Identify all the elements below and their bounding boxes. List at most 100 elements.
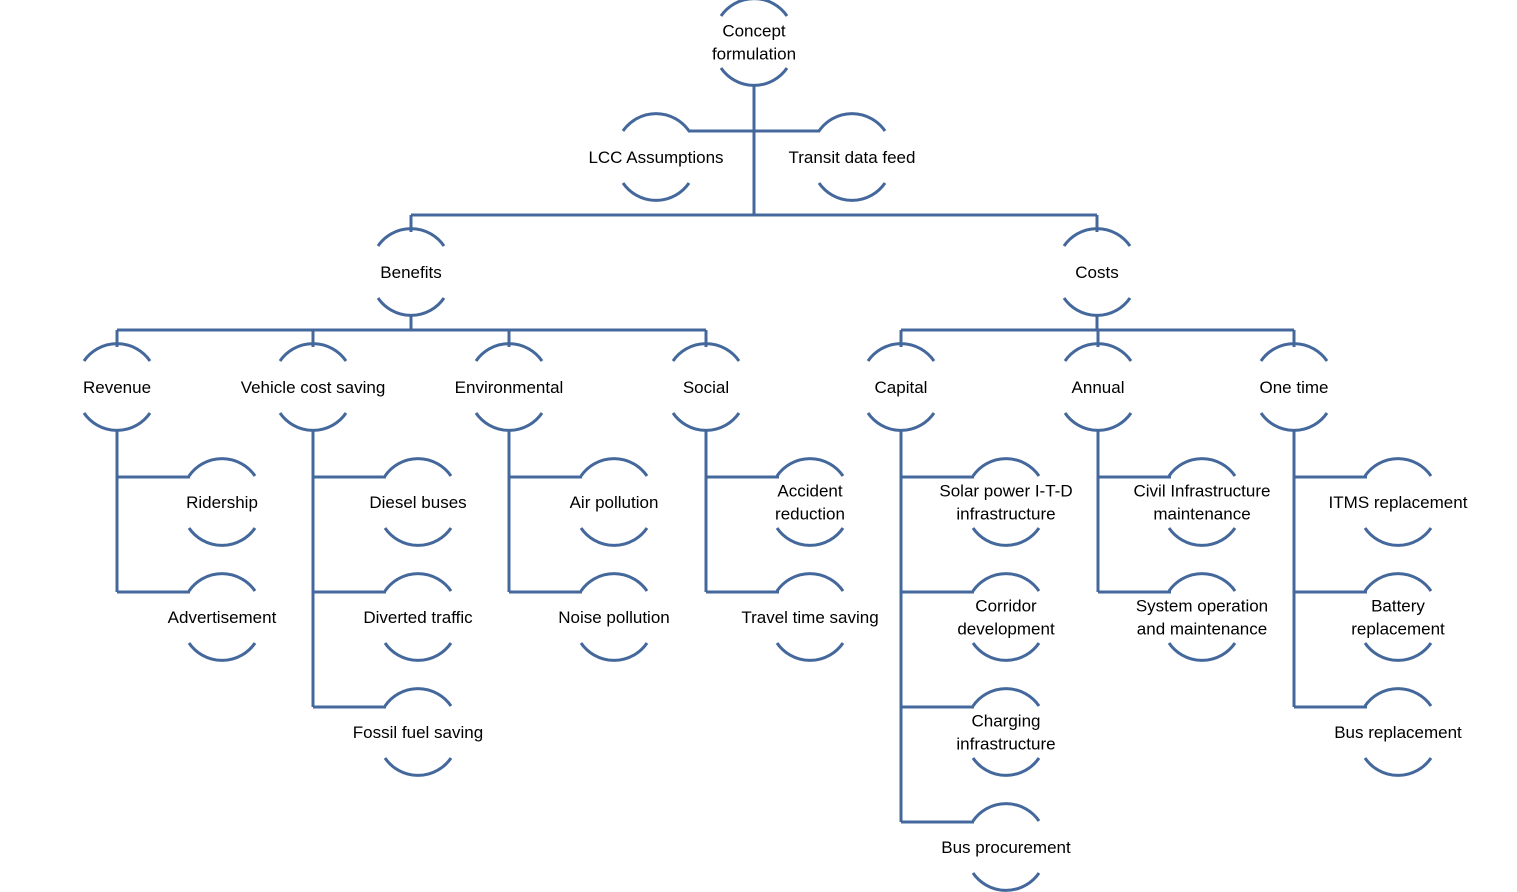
node-arc-bottom [971,642,1041,662]
node-arc-bottom [1167,642,1237,662]
node-busrep: Bus replacement [1334,687,1462,777]
node-arc-top [1363,457,1433,477]
node-noise: Noise pollution [558,572,670,662]
node-arc-bottom [579,642,649,662]
node-arc-bottom [187,527,257,547]
node-arc-top [474,342,544,362]
node-arc-bottom [383,757,453,777]
node-ridership: Ridership [186,457,258,547]
node-fossil: Fossil fuel saving [353,687,483,777]
node-arc-top [376,227,446,247]
node-label: formulation [712,45,796,64]
node-diesel: Diesel buses [369,457,467,547]
node-arc-bottom [775,527,845,547]
node-arc-top [187,457,257,477]
node-arc-bottom [1063,412,1133,432]
node-env: Environmental [455,342,564,432]
node-label: Costs [1075,263,1118,282]
node-label: infrastructure [956,735,1055,754]
node-arc-top [187,572,257,592]
node-label: Social [683,378,729,397]
node-arc-top [1167,572,1237,592]
node-arc-top [278,342,348,362]
node-arc-bottom [1167,527,1237,547]
node-arc-bottom [971,527,1041,547]
node-label: Capital [875,378,928,397]
node-label: Travel time saving [741,608,878,627]
node-arc-bottom [621,182,691,202]
node-label: Benefits [380,263,441,282]
node-label: reduction [775,505,845,524]
node-arc-top [383,687,453,707]
node-annual: Annual [1063,342,1133,432]
node-arc-bottom [1259,412,1329,432]
node-diverted: Diverted traffic [363,572,473,662]
node-battery: Battery replacement [1351,572,1445,662]
node-charging: Charging infrastructure [956,687,1056,777]
node-arc-bottom [671,412,741,432]
node-label: Charging [972,712,1041,731]
node-label: and maintenance [1137,620,1267,639]
node-arc-bottom [474,412,544,432]
node-label: Diverted traffic [363,608,473,627]
node-label: Solar power I-T-D [939,482,1072,501]
node-label: ITMS replacement [1329,493,1468,512]
node-label: Ridership [186,493,258,512]
node-arc-top [579,572,649,592]
node-arc-bottom [971,872,1041,892]
node-capital: Capital [866,342,936,432]
node-accident: Accident reduction [775,457,845,547]
node-busproc: Bus procurement [941,802,1071,892]
node-arc-bottom [376,297,446,317]
node-arc-top [1063,342,1133,362]
node-label: Advertisement [168,608,277,627]
node-label: Environmental [455,378,564,397]
node-arc-bottom [383,642,453,662]
node-arc-top [971,687,1041,707]
node-label: development [957,620,1055,639]
node-arc-bottom [579,527,649,547]
node-arc-top [621,112,691,132]
node-arc-top [719,0,789,17]
node-arc-top [383,572,453,592]
node-label: LCC Assumptions [588,148,723,167]
node-arc-bottom [1363,527,1433,547]
node-revenue: Revenue [82,342,152,432]
node-arc-top [866,342,936,362]
node-advert: Advertisement [168,572,277,662]
node-label: replacement [1351,620,1445,639]
node-arc-top [775,572,845,592]
node-arc-bottom [82,412,152,432]
node-solar: Solar power I-T-D infrastructure [939,457,1073,547]
node-costs: Costs [1062,227,1132,317]
connectors [115,84,1367,824]
node-vehicle: Vehicle cost saving [241,342,386,432]
node-arc-bottom [1062,297,1132,317]
node-label: Corridor [975,597,1037,616]
node-arc-bottom [971,757,1041,777]
node-onetime: One time [1259,342,1329,432]
node-arc-top [671,342,741,362]
node-social: Social [671,342,741,432]
node-label: Battery [1371,597,1425,616]
node-label: One time [1260,378,1329,397]
node-label: infrastructure [956,505,1055,524]
node-label: Bus procurement [941,838,1071,857]
node-label: Accident [777,482,842,501]
node-arc-bottom [278,412,348,432]
node-root: Concept formulation [712,0,796,87]
node-arc-top [971,802,1041,822]
node-label: Revenue [83,378,151,397]
node-arc-bottom [1363,642,1433,662]
node-arc-top [1363,687,1433,707]
node-label: Air pollution [570,493,659,512]
node-label: Diesel buses [369,493,466,512]
node-label: Vehicle cost saving [241,378,386,397]
node-label: Concept [722,22,786,41]
node-arc-bottom [1363,757,1433,777]
node-arc-top [579,457,649,477]
node-arc-bottom [817,182,887,202]
node-arc-top [817,112,887,132]
node-label: Civil Infrastructure [1134,482,1271,501]
